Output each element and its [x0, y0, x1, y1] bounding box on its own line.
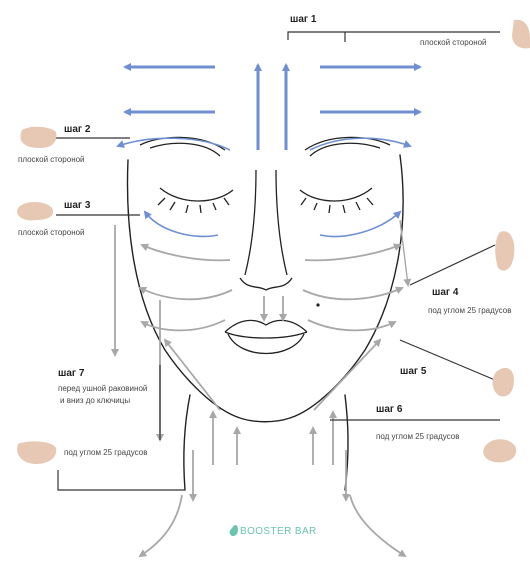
stone-icon-step2 [20, 127, 56, 148]
step4-desc: под углом 25 градусов [428, 306, 511, 315]
step3-desc: плоской стороной [18, 228, 85, 237]
leaf-icon [230, 525, 238, 536]
brand-logo-text: BOOSTER BAR [240, 526, 317, 537]
beauty-mark [316, 303, 319, 306]
step3-title: шаг 3 [64, 200, 90, 211]
face-outline [127, 155, 403, 490]
blue-curved-arrows [118, 138, 410, 236]
closed-eyes [158, 188, 373, 213]
step1-title: шаг 1 [290, 14, 316, 25]
step5-title: шаг 5 [400, 366, 426, 377]
nose [240, 170, 292, 290]
step2-title: шаг 2 [64, 124, 90, 135]
eyebrows [140, 137, 390, 156]
stone-icon-step4 [495, 231, 514, 270]
lips [225, 320, 307, 353]
step7-desc: перед ушной раковиной [58, 384, 147, 393]
step7-desc2: и вниз до ключицы [60, 396, 130, 405]
step6-title: шаг 6 [376, 404, 402, 415]
step6-desc: под углом 25 градусов [376, 432, 459, 441]
stone-icon-step6 [483, 439, 516, 462]
stone-icon-step7 [17, 441, 56, 464]
stone-icon-step3 [17, 202, 53, 220]
step2-desc: плоской стороной [18, 155, 85, 164]
stone-icon-step5 [493, 368, 514, 397]
step7-title: шаг 7 [58, 368, 84, 379]
step4-title: шаг 4 [432, 287, 458, 298]
step7-angle-desc: под углом 25 градусов [64, 448, 147, 457]
step1-desc: плоской стороной [420, 38, 487, 47]
grey-arrows [115, 220, 408, 556]
stone-icon-step1 [512, 20, 530, 49]
